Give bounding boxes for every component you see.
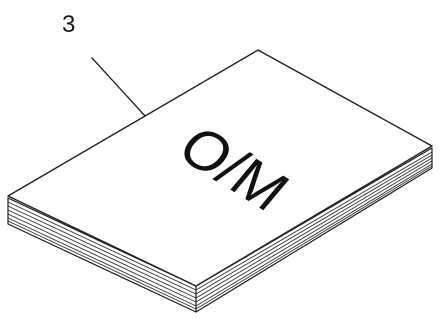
page-edge-line (195, 163, 433, 307)
page-edge-line (7, 217, 197, 307)
page-edge-line (7, 220, 197, 310)
manual-cover (7, 49, 433, 287)
page-edge-line (7, 205, 197, 295)
page-edge-line (195, 157, 433, 299)
page-edge-line (195, 160, 433, 303)
page-edge-line (7, 213, 197, 303)
page-edge-line (7, 209, 197, 299)
page-stack (7, 147, 433, 313)
callout-number: 3 (62, 11, 75, 38)
page-edge-line (195, 165, 433, 310)
page-edge-line (195, 154, 433, 295)
callout-leader-line (91, 57, 147, 118)
page-edge-line (7, 201, 197, 291)
page-edge-line (195, 151, 433, 291)
